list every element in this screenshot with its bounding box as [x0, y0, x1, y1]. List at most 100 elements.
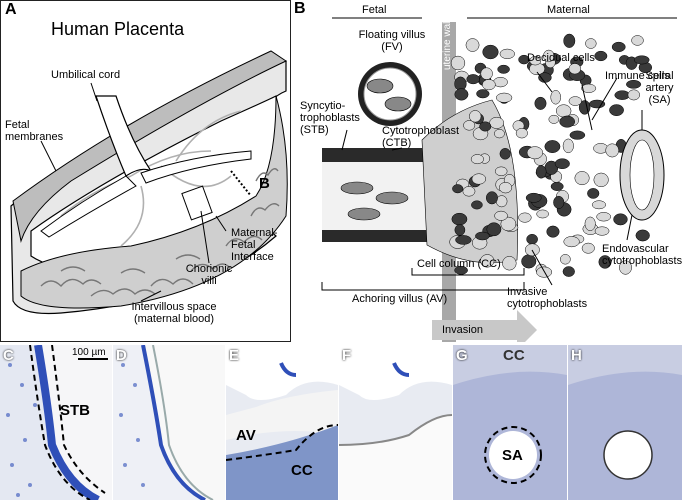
histology-h-image	[568, 345, 682, 480]
decidual-cell	[465, 38, 480, 52]
decidual-cell	[568, 96, 582, 106]
endovascular-label: Endovascular cytotrophoblasts	[602, 243, 682, 267]
decidual-cell	[536, 209, 549, 219]
panel-b: B Fetal Maternal Floating villus (FV) Sy…	[292, 0, 682, 342]
histology-e: E AV CC	[226, 345, 338, 500]
panel-h-letter: H	[571, 347, 582, 364]
maternal-fetal-interface-label: Maternal-Fetal Interface	[231, 227, 278, 263]
fetal-membranes-label: Fetal membranes	[5, 119, 64, 143]
cell-column-label: Cell column (CC)	[417, 258, 501, 270]
decidual-cell	[534, 96, 547, 110]
decidual-cell	[631, 35, 644, 46]
histology-f-image	[339, 345, 452, 500]
decidual-cell	[525, 192, 542, 203]
decidual-cell	[454, 224, 466, 236]
b-marker-label: B	[259, 175, 270, 192]
histology-d-image	[119, 345, 225, 500]
floating-villus-label: Floating villus (FV)	[358, 29, 426, 53]
decidual-cell	[585, 38, 597, 49]
decidual-cell	[496, 92, 513, 103]
cc-label-g: CC	[503, 347, 525, 364]
spiral-artery-label: Spiral artery (SA)	[645, 70, 674, 106]
decidual-cell	[470, 154, 484, 165]
decidual-cell	[574, 171, 590, 186]
chorionic-villi-label: Chorionic villi	[185, 263, 233, 287]
decidual-cell	[454, 88, 469, 101]
intervillous-space-label: Intervillous space (maternal blood)	[131, 301, 217, 325]
scale-bar-label: 100 µm	[72, 347, 106, 358]
decidual-cell	[584, 216, 596, 231]
decidual-cell	[485, 191, 498, 205]
histology-c: C 100 µm STB	[0, 345, 112, 500]
decidual-cell	[562, 138, 574, 154]
histology-g-image	[453, 345, 567, 484]
decidual-cell	[627, 89, 640, 101]
panel-a-letter: A	[5, 1, 17, 18]
decidual-cell	[515, 127, 528, 139]
decidual-cell	[594, 50, 608, 62]
decidual-cell	[619, 260, 632, 275]
panel-b-letter: B	[294, 0, 306, 17]
decidual-cell	[581, 242, 595, 254]
decidual-cell	[613, 213, 628, 226]
maternal-header: Maternal	[547, 4, 590, 16]
cytotrophoblast-label: Cytotrophoblast (CTB)	[382, 125, 460, 149]
decidual-cell	[526, 233, 538, 245]
decidual-cell	[518, 212, 532, 223]
decidual-cell	[455, 235, 472, 245]
uterine-wall-label: uterine wall	[442, 19, 453, 70]
decidual-cell	[535, 165, 547, 179]
decidual-cell	[611, 41, 626, 53]
panel-d-letter: D	[116, 347, 127, 364]
decidual-cell	[594, 226, 610, 236]
decidual-cell	[598, 255, 612, 269]
sa-label: SA	[502, 447, 523, 464]
panel-g-letter: G	[456, 347, 468, 364]
decidual-cell	[560, 254, 571, 265]
decidual-cell	[635, 229, 650, 242]
decidual-cell	[593, 172, 609, 188]
decidual-cell	[494, 166, 508, 177]
decidual-cell	[502, 256, 517, 271]
decidual-cell	[489, 116, 505, 129]
decidual-cell	[466, 74, 480, 85]
decidual-cell	[475, 231, 490, 241]
decidual-cell	[499, 182, 513, 194]
decidual-cell	[588, 99, 606, 109]
syncytiotrophoblasts-label: Syncytio- trophoblasts (STB)	[300, 100, 360, 136]
decidual-cell	[563, 33, 576, 48]
decidual-cell	[486, 222, 502, 237]
decidual-cell	[596, 212, 612, 222]
histology-d: D	[113, 345, 225, 500]
decidual-cell	[550, 181, 564, 191]
decidual-cell	[471, 173, 487, 185]
decidual-cell	[538, 72, 552, 83]
immune-cells-label: Immune cells	[605, 70, 670, 82]
histology-f: F	[339, 345, 452, 500]
decidual-cell	[526, 146, 543, 160]
decidual-cell	[450, 55, 466, 71]
decidual-cell	[480, 254, 495, 268]
decidual-cell	[451, 212, 468, 226]
decidual-cell	[479, 121, 492, 132]
decidual-cell	[563, 236, 580, 248]
histology-e-image	[226, 345, 338, 500]
histology-c-image	[0, 345, 112, 500]
decidual-cell	[476, 89, 490, 99]
panel-c-letter: C	[3, 347, 14, 364]
panel-a-title: Human Placenta	[51, 19, 185, 39]
fetal-header: Fetal	[362, 4, 387, 16]
histology-g: G CC SA	[453, 345, 567, 500]
decidual-cell	[499, 48, 515, 59]
decidual-cell	[518, 54, 530, 65]
decidual-cell	[480, 67, 493, 80]
decidual-cell	[553, 195, 565, 209]
decidual-cell	[500, 216, 517, 232]
decidual-cell	[543, 49, 555, 63]
av-label: AV	[236, 427, 256, 444]
decidual-cell	[529, 56, 542, 66]
decidual-cell	[562, 266, 575, 277]
umbilical-cord-label: Umbilical cord	[51, 69, 121, 81]
invasion-label: Invasion	[442, 324, 483, 336]
panel-f-letter: F	[342, 347, 352, 364]
